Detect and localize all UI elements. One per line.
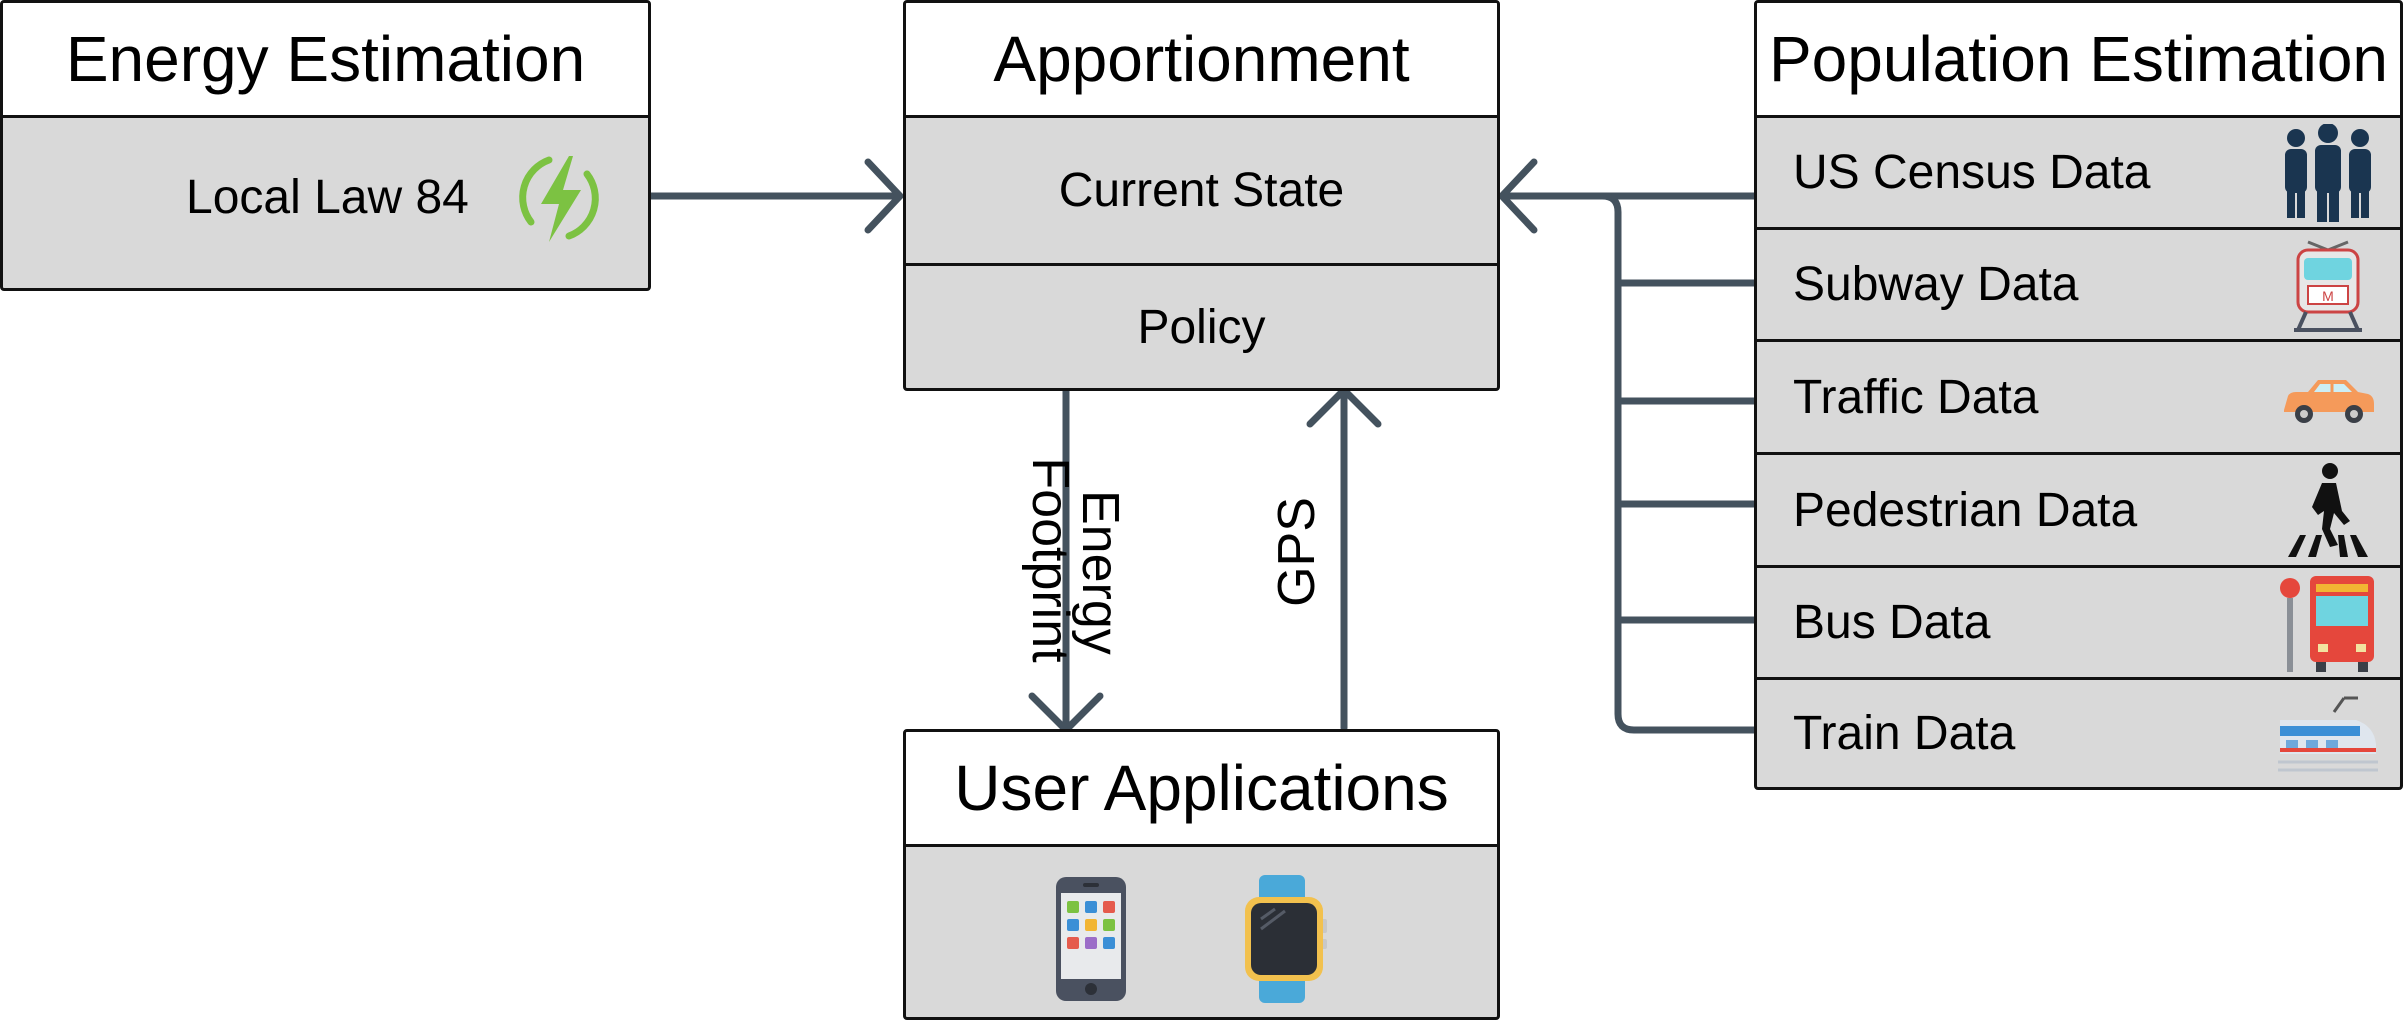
current-state-row: Current State: [1058, 164, 1345, 217]
svg-text:M: M: [2322, 288, 2334, 304]
user-applications-title: User Applications: [906, 732, 1497, 847]
population-row-label: Subway Data: [1793, 258, 2079, 311]
population-row-subway: Subway Data M: [1757, 227, 2400, 339]
population-estimation-box: Population Estimation US Census Data Sub…: [1754, 0, 2403, 790]
population-row-pedestrian: Pedestrian Data: [1757, 452, 2400, 565]
energy-arrowhead: [864, 158, 904, 234]
population-row-label: Pedestrian Data: [1793, 483, 2138, 537]
smartphone-icon: [1054, 875, 1128, 1003]
population-arrowhead: [1498, 158, 1538, 234]
policy-row: Policy: [906, 263, 1497, 388]
population-estimation-title: Population Estimation: [1757, 3, 2400, 118]
subway-train-icon: M: [2278, 236, 2378, 336]
people-icon: [2278, 123, 2378, 224]
population-row-label: Traffic Data: [1793, 370, 2039, 424]
car-icon: [2278, 348, 2378, 448]
energy-estimation-box: Energy Estimation Local Law 84: [0, 0, 651, 291]
smartwatch-icon: [1241, 875, 1331, 1003]
local-law-84-label: Local Law 84: [186, 171, 469, 224]
population-row-label: US Census Data: [1793, 146, 2151, 199]
gps-label: GPS: [1268, 497, 1326, 607]
population-row-us-census: US Census Data: [1757, 118, 2400, 227]
population-row-bus: Bus Data: [1757, 565, 2400, 677]
train-icon: [2278, 686, 2378, 786]
population-row-traffic: Traffic Data: [1757, 339, 2400, 452]
pedestrian-crossing-icon: [2278, 461, 2378, 561]
population-row-label: Bus Data: [1793, 596, 1991, 649]
lightning-bolt-icon: [511, 148, 607, 248]
energy-estimation-title: Energy Estimation: [3, 3, 648, 118]
population-row-train: Train Data: [1757, 677, 2400, 787]
population-bus-line: [1598, 192, 1759, 734]
user-applications-icons-row: [906, 847, 1497, 1017]
user-applications-box: User Applications: [903, 729, 1500, 1020]
apportionment-box: Apportionment Current State Policy: [903, 0, 1500, 391]
energy-footprint-label-line2: Footprint: [1021, 457, 1079, 663]
apportionment-title: Apportionment: [906, 3, 1497, 118]
local-law-84-row: Local Law 84: [3, 118, 648, 288]
bus-stop-icon: [2278, 574, 2378, 674]
population-row-label: Train Data: [1793, 707, 2016, 760]
